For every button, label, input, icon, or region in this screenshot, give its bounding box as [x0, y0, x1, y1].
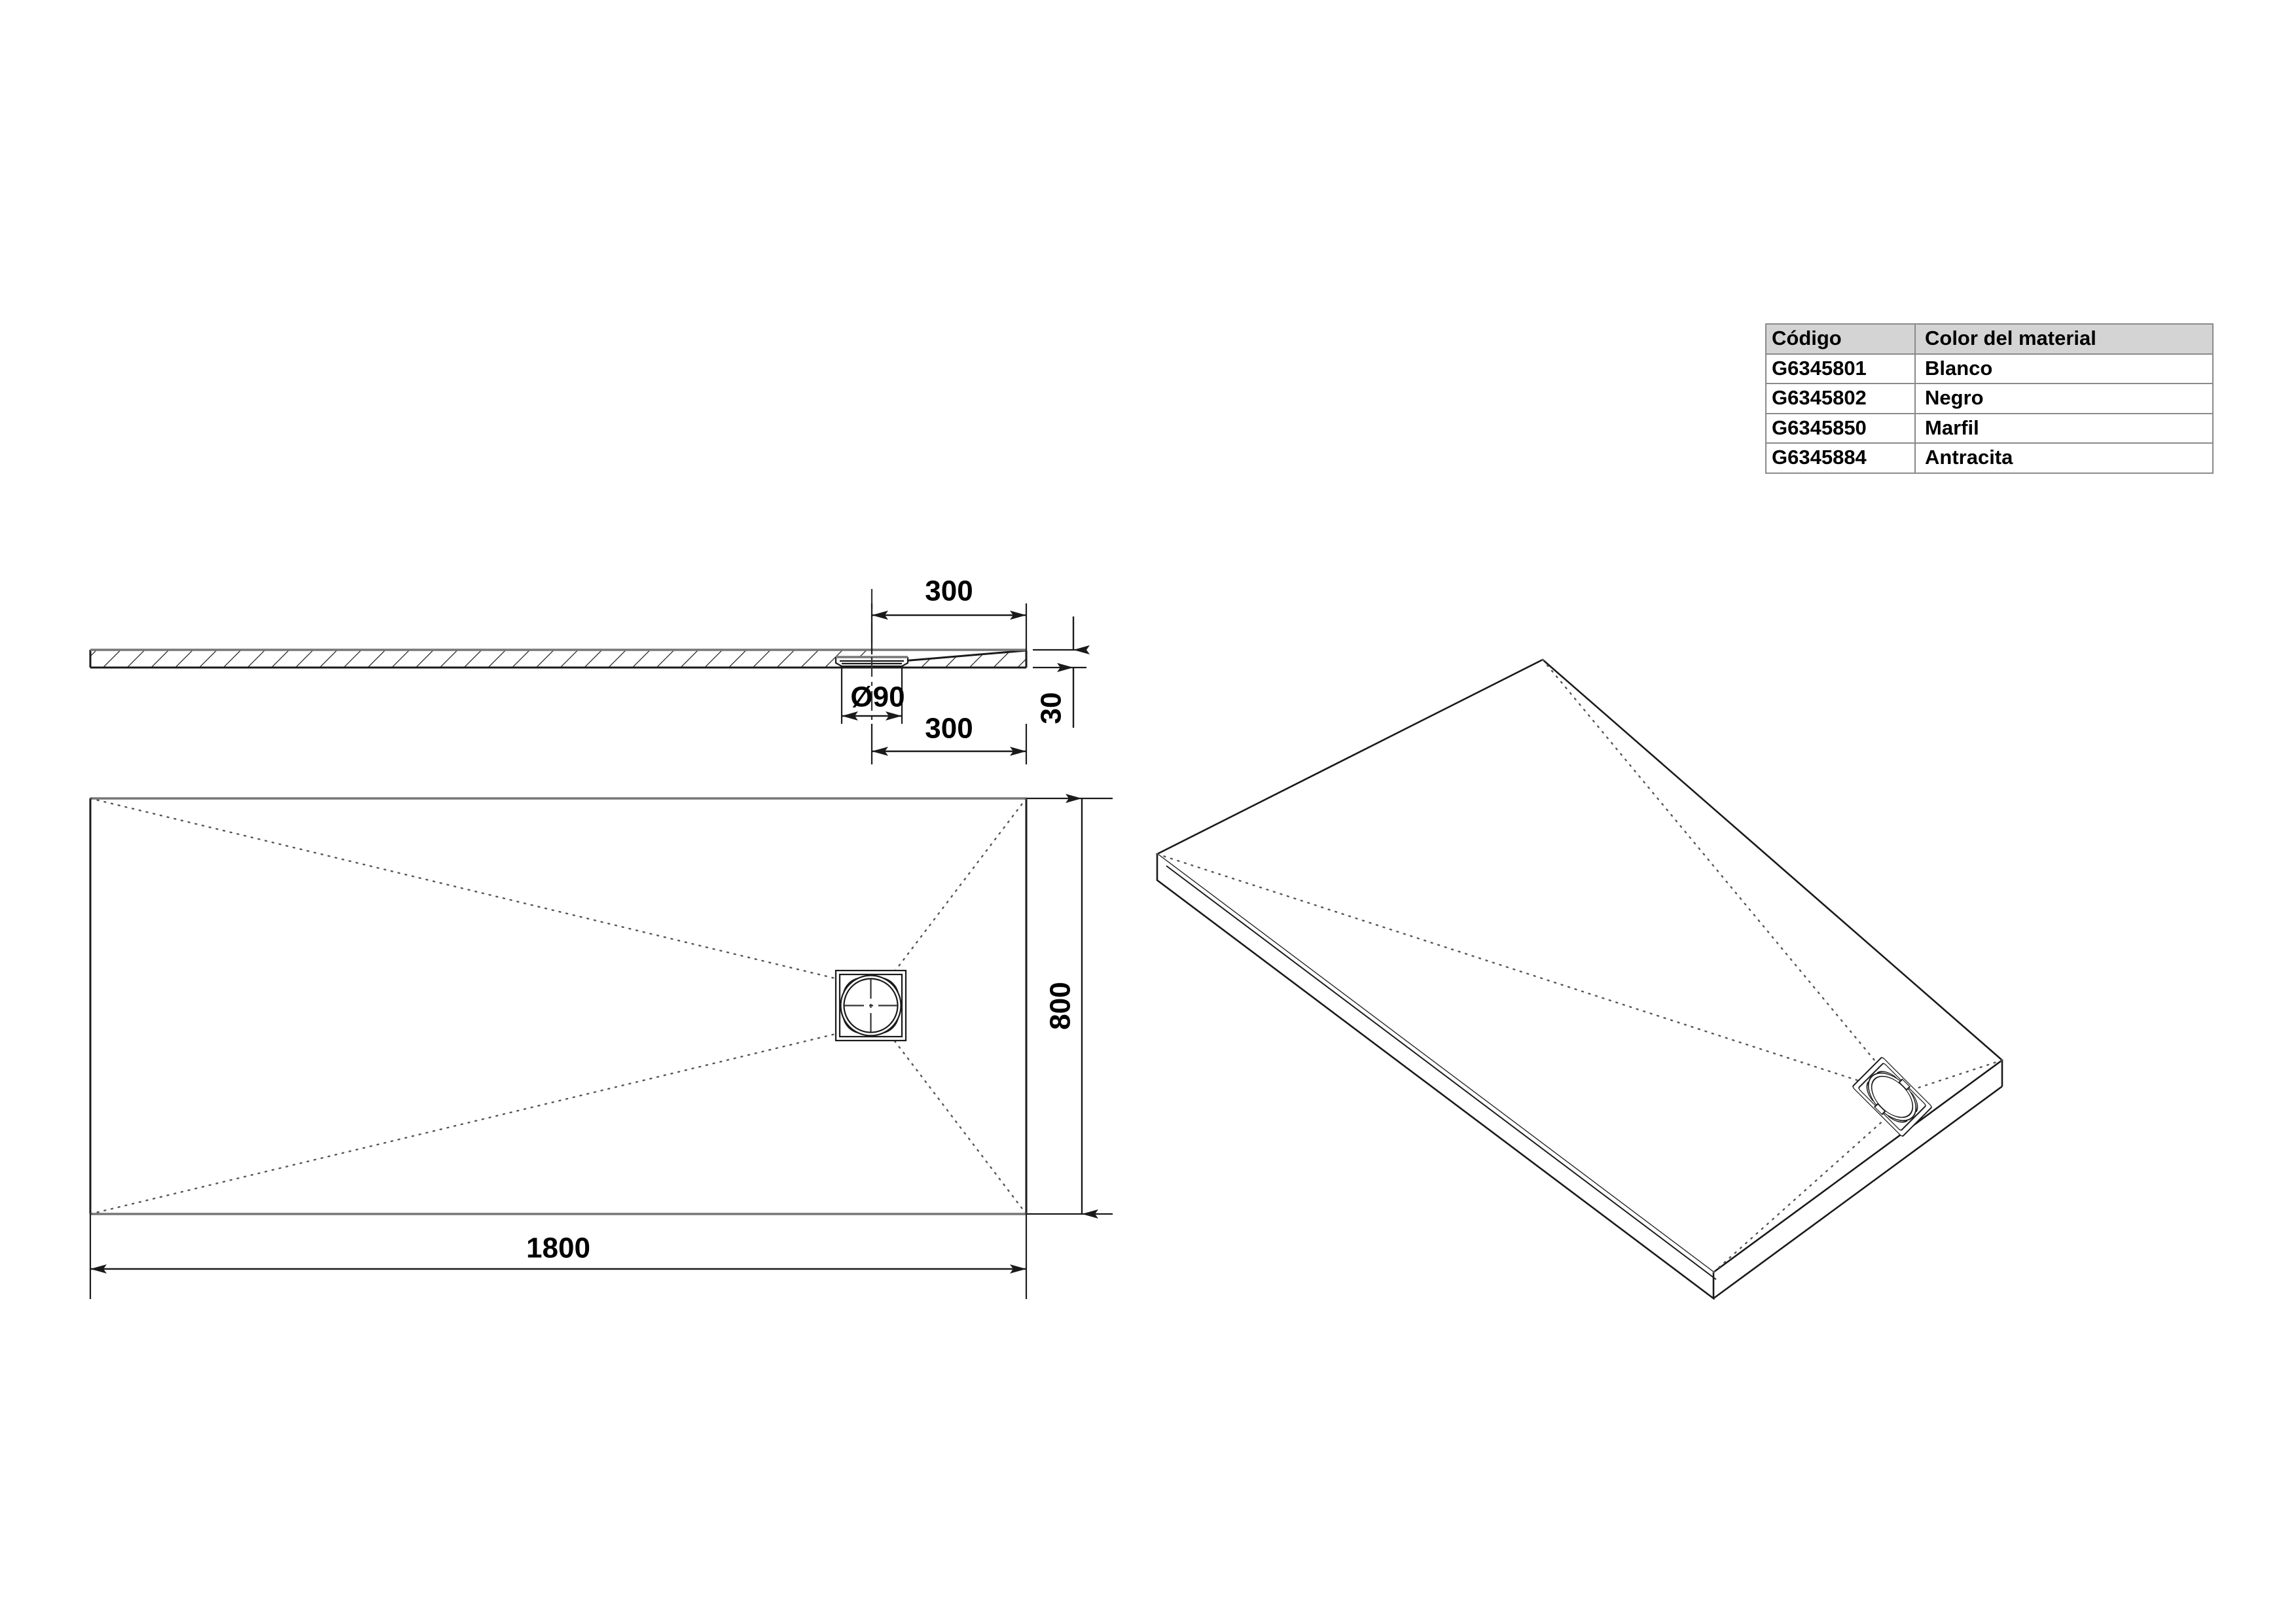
iso-drain-grate	[1852, 1057, 1932, 1137]
material-color-table: Código Color del material G6345801 Blanc…	[1765, 323, 2214, 474]
dim-diameter-90-label: Ø90	[850, 681, 905, 713]
table-row: G6345884 Antracita	[1765, 442, 2214, 474]
dim-300-top: 300	[870, 575, 1028, 654]
dim-300-bottom-label: 300	[925, 713, 973, 745]
plan-drain-grate	[834, 969, 907, 1042]
cell-color: Blanco	[1914, 353, 2214, 385]
iso-front-rim-line	[1166, 865, 1717, 1280]
cell-code: G6345884	[1765, 442, 1916, 474]
dim-1800: 1800	[89, 1214, 1028, 1299]
dim-300-top-label: 300	[925, 575, 973, 607]
cell-code: G6345802	[1765, 383, 1916, 414]
cell-color: Negro	[1914, 383, 2214, 414]
table-header-color: Color del material	[1914, 323, 2214, 355]
iso-right-bottom-edge	[1713, 1085, 2003, 1300]
dim-thickness-30-label: 30	[1035, 692, 1067, 724]
plan-slope-lines	[89, 797, 1028, 1215]
table-row: G6345850 Marfil	[1765, 412, 2214, 444]
section-hatch-left	[90, 650, 872, 668]
iso-top-face	[1157, 660, 2002, 1272]
dim-300-bottom: 300	[870, 713, 1028, 764]
cell-code: G6345801	[1765, 353, 1916, 385]
table-header-codigo: Código	[1765, 323, 1916, 355]
cell-code: G6345850	[1765, 412, 1916, 444]
section-view: 300 Ø90 300 30	[89, 575, 1090, 764]
isometric-view	[1155, 658, 2004, 1300]
dim-thickness-30: 30	[1033, 616, 1090, 728]
iso-front-face	[1157, 854, 1713, 1298]
table-header-row: Código Color del material	[1765, 323, 2214, 355]
iso-front-outline	[1156, 854, 1715, 1300]
dim-1800-label: 1800	[526, 1232, 590, 1264]
cell-color: Antracita	[1914, 442, 2214, 474]
dim-800: 800	[1026, 794, 1113, 1219]
dim-800-label: 800	[1045, 982, 1077, 1029]
table-row: G6345802 Negro	[1765, 383, 2214, 414]
plan-view: 800 1800	[89, 794, 1113, 1299]
cell-color: Marfil	[1914, 412, 2214, 444]
dim-diameter-90: Ø90	[840, 668, 905, 724]
iso-slope-lines	[1156, 658, 2003, 1274]
table-row: G6345801 Blanco	[1765, 353, 2214, 385]
